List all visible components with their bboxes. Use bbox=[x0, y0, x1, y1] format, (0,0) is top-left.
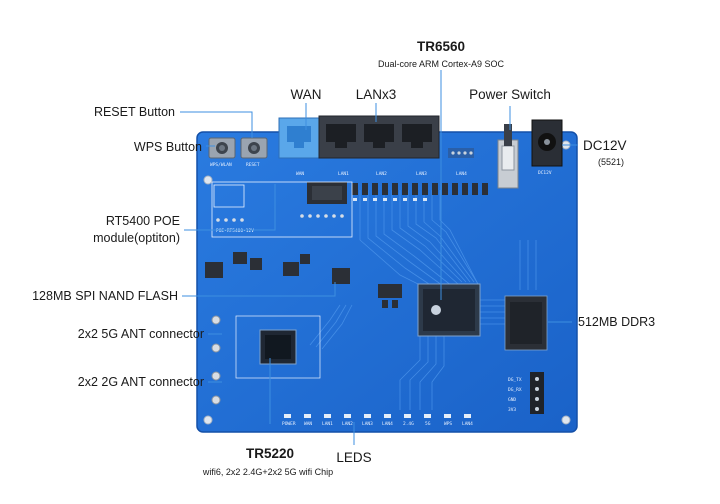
mounting-holes bbox=[203, 140, 571, 425]
silk-lan1: LAN1 bbox=[338, 171, 349, 177]
label-rt5400-line1: RT5400 POE bbox=[105, 214, 180, 228]
poe-module-outline bbox=[211, 181, 353, 238]
label-nand-flash: 128MB SPI NAND FLASH bbox=[32, 289, 178, 303]
pcb-traces bbox=[309, 190, 537, 410]
silk-lan4: LAN4 bbox=[456, 171, 467, 177]
label-tr5220: TR5220 bbox=[245, 446, 295, 461]
ddr-chip bbox=[504, 295, 548, 351]
silk-wps-wlan: WPS/WLAN bbox=[210, 162, 232, 168]
svg-text:5G: 5G bbox=[425, 421, 431, 427]
silk-lan3: LAN3 bbox=[416, 171, 427, 177]
port-header bbox=[448, 148, 474, 158]
svg-text:POWER: POWER bbox=[282, 421, 296, 427]
power-regulators bbox=[205, 252, 310, 278]
silk-wan: WAN bbox=[296, 171, 304, 177]
passive-components bbox=[352, 183, 488, 195]
label-wan: WAN bbox=[290, 87, 322, 102]
wifi-rf-area bbox=[235, 315, 321, 379]
svg-text:WPS: WPS bbox=[444, 421, 452, 427]
svg-text:LAN1: LAN1 bbox=[322, 421, 333, 427]
svg-text:LAN3: LAN3 bbox=[362, 421, 373, 427]
silk-reset: RESET bbox=[246, 162, 260, 168]
svg-text:LAN4: LAN4 bbox=[382, 421, 393, 427]
svg-text:LAN2: LAN2 bbox=[342, 421, 353, 427]
nand-flash-chip bbox=[332, 268, 350, 284]
label-leds: LEDS bbox=[336, 450, 372, 465]
dc-jack-component bbox=[531, 119, 563, 167]
power-switch-component bbox=[497, 124, 519, 189]
svg-text:LAN4: LAN4 bbox=[462, 421, 473, 427]
silk-debug-3: 3V3 bbox=[508, 407, 516, 413]
lan-ports bbox=[318, 115, 440, 159]
svg-text:2.4G: 2.4G bbox=[403, 421, 414, 427]
debug-header bbox=[530, 372, 544, 414]
label-rt5400-line2: module(optiton) bbox=[93, 231, 180, 245]
label-lanx3: LANx3 bbox=[355, 87, 397, 102]
silk-debug-2: GND bbox=[508, 397, 516, 403]
silk-debug-1: DG_RX bbox=[508, 387, 522, 393]
label-power-switch: Power Switch bbox=[469, 87, 551, 102]
label-2g-ant: 2x2 2G ANT connector bbox=[77, 375, 204, 389]
label-tr6560: TR6560 bbox=[416, 39, 466, 54]
label-wps-button: WPS Button bbox=[133, 140, 202, 154]
nand-area-parts bbox=[378, 284, 402, 308]
leader-lines bbox=[180, 70, 578, 445]
label-dc12v: DC12V bbox=[583, 138, 627, 153]
label-dc12v-sub: (5521) bbox=[598, 157, 625, 167]
label-ddr3: 512MB DDR3 bbox=[578, 315, 656, 329]
label-soc-desc: Dual-core ARM Cortex-A9 SOC bbox=[377, 59, 505, 69]
wan-port bbox=[278, 117, 320, 159]
silk-dc12v: DC12V bbox=[538, 170, 552, 176]
label-reset-button: RESET Button bbox=[93, 105, 175, 119]
svg-text:WAN: WAN bbox=[304, 421, 312, 427]
small-leds bbox=[353, 198, 427, 201]
antenna-connectors bbox=[211, 315, 221, 405]
wifi-chip bbox=[259, 329, 297, 365]
silk-lan2: LAN2 bbox=[376, 171, 387, 177]
reset-button-component bbox=[240, 137, 268, 159]
silk-poe: POE-RT5400-12V bbox=[216, 228, 254, 234]
led-silk-row: POWER WAN LAN1 LAN2 LAN3 LAN4 2.4G 5G WP… bbox=[282, 421, 473, 427]
wps-button-component bbox=[208, 137, 236, 159]
label-5g-ant: 2x2 5G ANT connector bbox=[77, 327, 204, 341]
silk-debug-0: DG_TX bbox=[508, 377, 522, 383]
led-row bbox=[284, 414, 471, 418]
label-wifi-desc: wifi6, 2x2 2.4G+2x2 5G wifi Chip bbox=[202, 467, 334, 477]
soc-chip bbox=[417, 283, 481, 337]
ethernet-magnetics bbox=[307, 182, 347, 204]
